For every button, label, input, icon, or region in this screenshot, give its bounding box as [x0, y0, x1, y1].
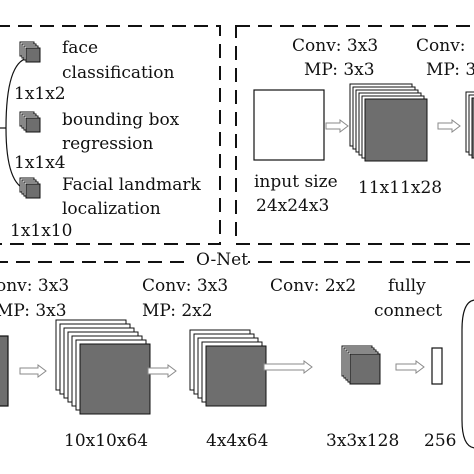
block-arrow [395, 360, 425, 374]
input-size-dim: 24x24x3 [256, 196, 329, 216]
feature-map-10x10x64 [55, 319, 151, 415]
top-conv2-pool: MP: 3 [426, 60, 474, 80]
feature-layer-front [25, 183, 41, 199]
input-size-label: input size [254, 172, 338, 192]
block-arrow [147, 364, 177, 378]
arrow-conv1-to-conv2 [437, 119, 461, 133]
feature-dim-11x11x28: 11x11x28 [358, 178, 442, 198]
output-dim-landmark: 1x1x10 [10, 221, 72, 241]
dim-3x3x128: 3x3x128 [326, 431, 399, 451]
feature-layer-front [79, 343, 151, 415]
feature-layer-front [25, 47, 41, 63]
input-image-box [253, 89, 325, 161]
top-right-panel [235, 25, 474, 245]
output-label-regression: regression [62, 134, 153, 154]
feature-map-11x11x28 [349, 83, 428, 162]
onet-conv-a-kernel: onv: 3x3 [0, 276, 69, 296]
output-label-bbox: bounding box [62, 110, 180, 130]
dim-256: 256 [424, 431, 456, 451]
arrow-input-to-conv1 [325, 119, 349, 133]
onet-conv-b-kernel: Conv: 3x3 [142, 276, 228, 296]
block-arrow [19, 364, 47, 378]
feature-layer-front [349, 353, 381, 385]
onet-fc-line2: connect [374, 301, 442, 321]
feature-layer-front [471, 97, 474, 159]
output-label-face: face [62, 38, 98, 58]
arrow-into-conv-c [263, 360, 313, 374]
onet-title: O-Net [196, 250, 248, 270]
onet-input-partial [0, 335, 9, 407]
block-arrow [325, 119, 349, 133]
onet-conv-b-pool: MP: 2x2 [142, 301, 213, 321]
onet-fc-line1: fully [388, 276, 426, 296]
feature-map-4x4x64 [189, 329, 267, 407]
onet-conv-c-kernel: Conv: 2x2 [270, 276, 356, 296]
block-arrow [263, 360, 313, 374]
classification-output-icon [19, 41, 41, 63]
output-label-localization: localization [62, 199, 161, 219]
top-conv1-kernel: Conv: 3x3 [292, 36, 378, 56]
top-conv1-pool: MP: 3x3 [304, 60, 375, 80]
onet-title-bg [192, 250, 248, 272]
arrow-into-conv-b [147, 364, 177, 378]
output-bracket-partial [461, 299, 474, 449]
output-label-classification: classification [62, 63, 174, 83]
dim-10x10x64: 10x10x64 [64, 431, 148, 451]
outputs-panel [0, 25, 221, 245]
feature-map-next [465, 91, 474, 159]
arrow-into-fc [395, 360, 425, 374]
output-label-landmark: Facial landmark [62, 175, 201, 195]
fc-vector-256 [431, 347, 443, 385]
bbox-output-icon [19, 111, 41, 133]
block-arrow [437, 119, 461, 133]
feature-layer-front [25, 117, 41, 133]
output-dim-bbox: 1x1x4 [14, 153, 66, 173]
feature-map-3x3x128 [341, 345, 381, 385]
top-conv2-kernel: Conv: [416, 36, 466, 56]
feature-layer-front [205, 345, 267, 407]
onet-conv-a-pool: MP: 3x3 [0, 301, 67, 321]
arrow-into-conv-a [19, 364, 47, 378]
landmark-output-icon [19, 177, 41, 199]
feature-layer-front [364, 98, 428, 162]
dim-4x4x64: 4x4x64 [206, 431, 268, 451]
output-dim-classification: 1x1x2 [14, 84, 66, 104]
